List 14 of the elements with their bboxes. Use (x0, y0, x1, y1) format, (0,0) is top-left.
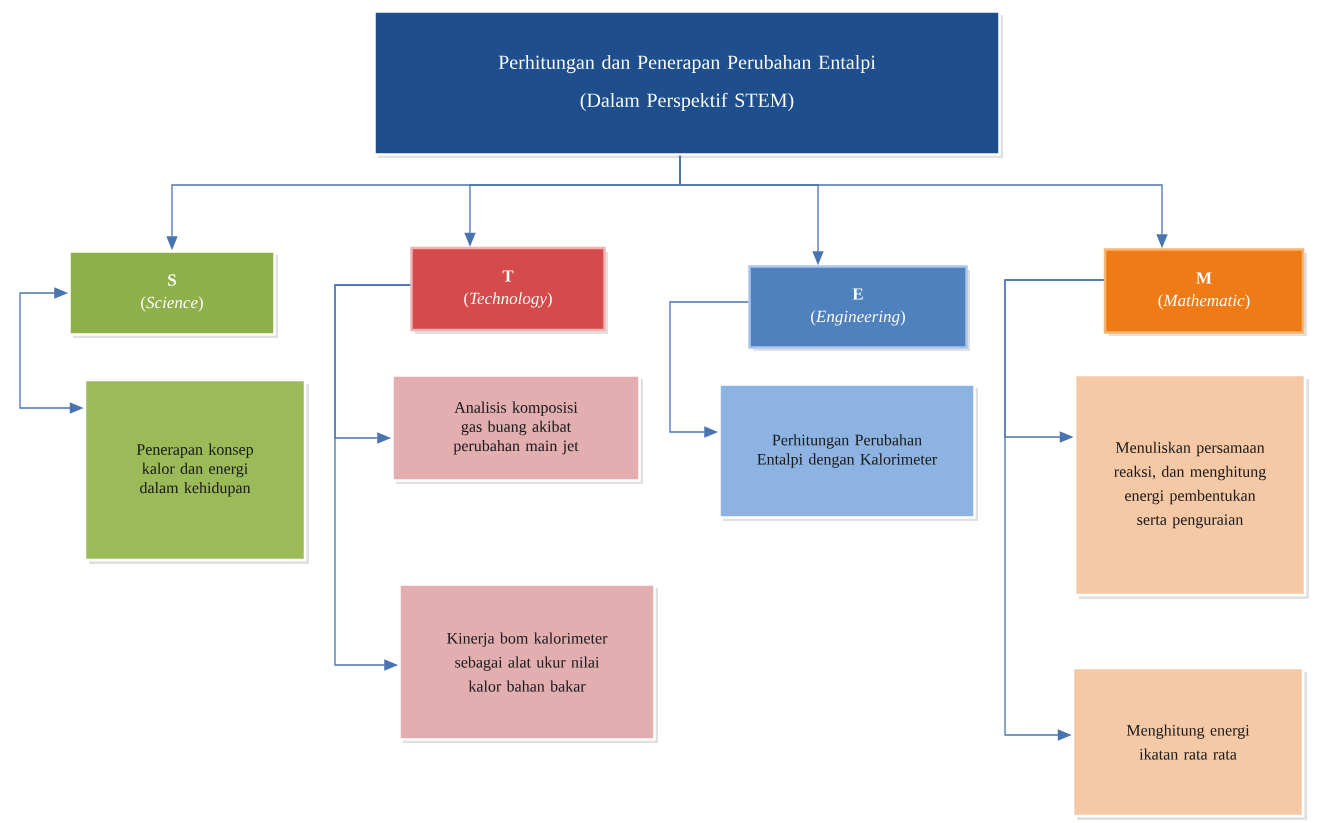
category-box: M (Mathematic) (1103, 248, 1305, 334)
title-box: Perhitungan dan Penerapan Perubahan Entalpi (Dalam Perspektif STEM) (373, 10, 1001, 156)
arrow (1004, 279, 1105, 741)
topic-box: Menuliskan persamaan reaksi, dan menghitung energi pembentukan serta penguraian (1073, 373, 1307, 597)
category-box: S (Science) (68, 250, 276, 336)
topic-box: Menghitung energi ikatan rata rata (1071, 666, 1305, 818)
topic-box: Analisis komposisi gas buang akibat perubahan main jet (391, 374, 641, 482)
arrow (334, 284, 411, 671)
topic-box: Penerapan konsep kalor dan energi dalam kehidupan (83, 378, 307, 562)
arrow (669, 301, 749, 438)
topic-box: Perhitungan Perubahan Entalpi dengan Kalorimeter (718, 383, 976, 519)
category-box: E (Engineering) (748, 265, 968, 349)
topic-box: Kinerja bom kalorimeter sebagai alat ukur nilai kalor bahan bakar (398, 583, 656, 741)
category-box: T (Technology) (410, 246, 606, 332)
